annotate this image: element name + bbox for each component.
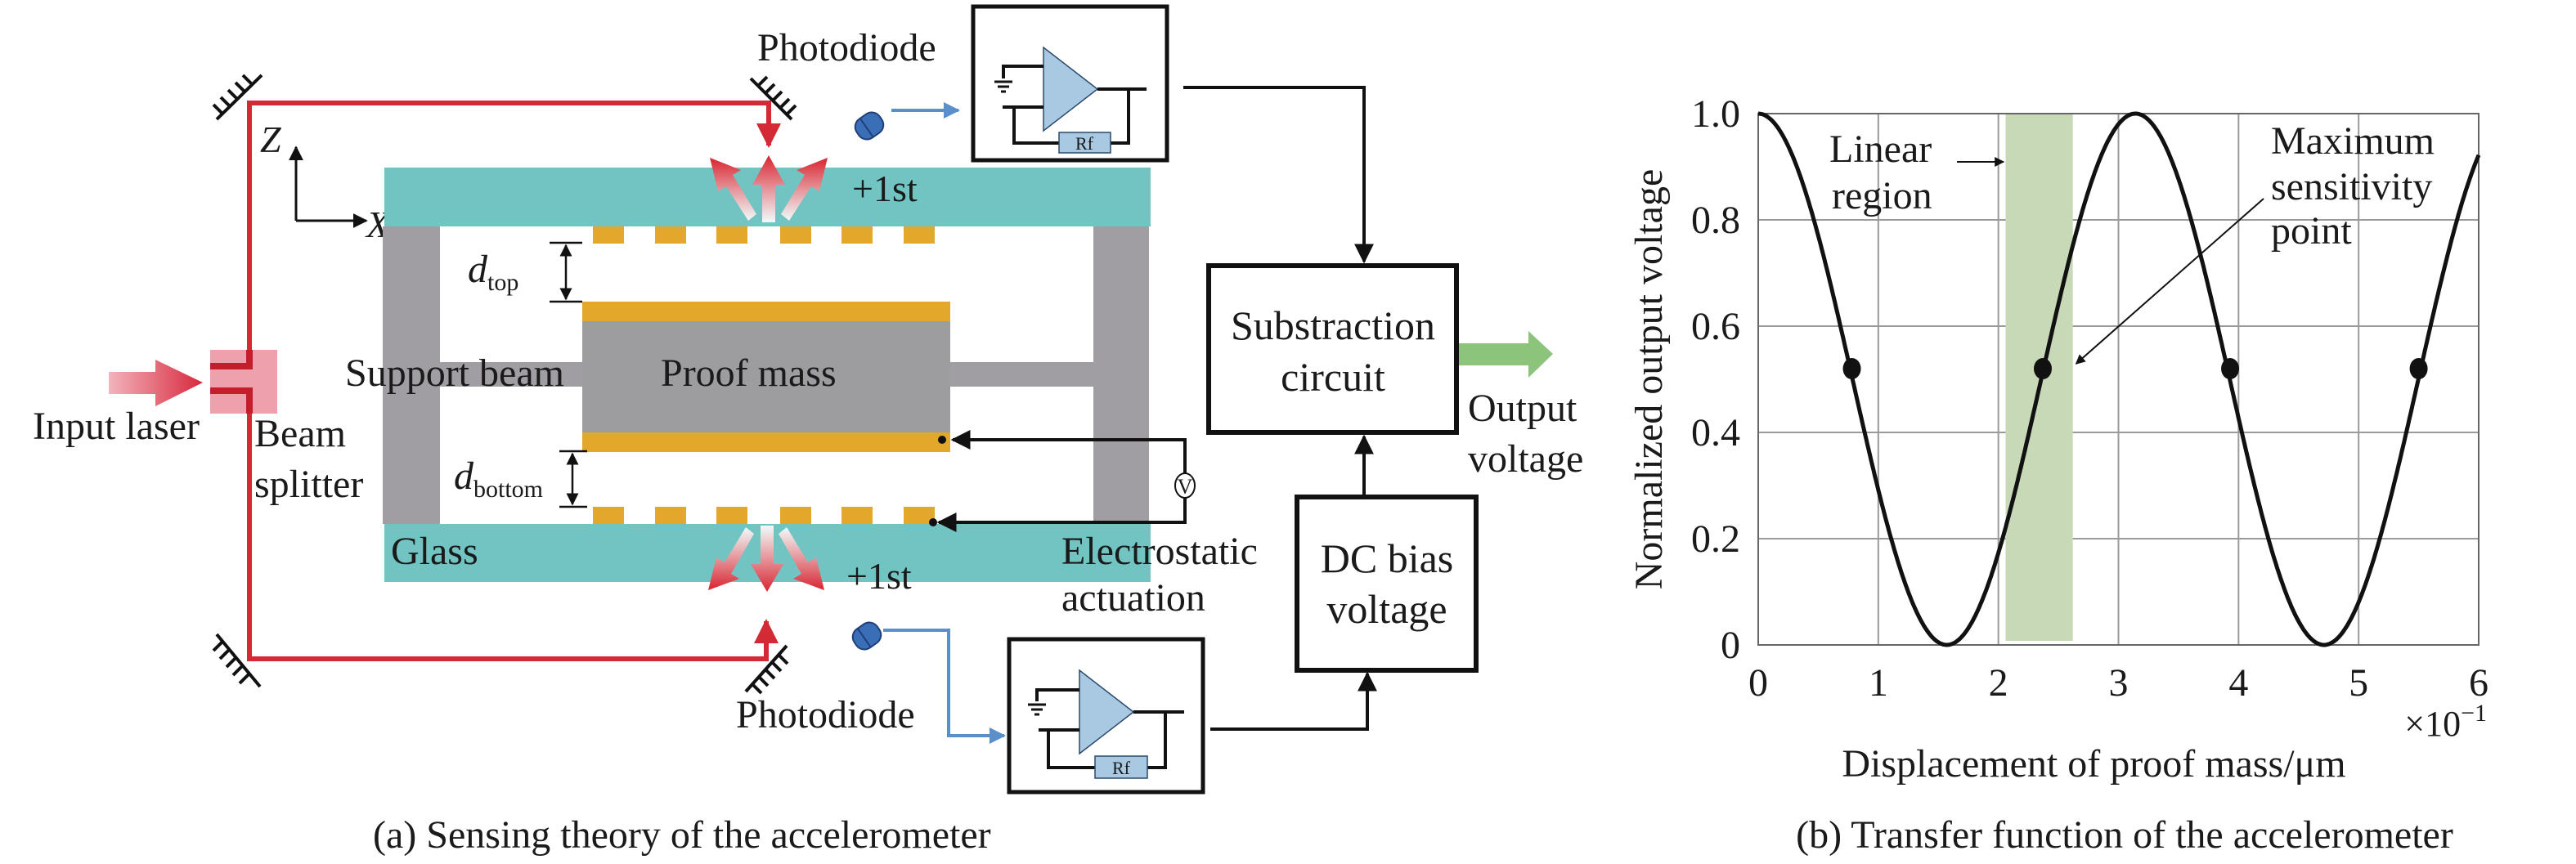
- subtraction-label-2: circuit: [1281, 354, 1385, 400]
- dc-bias-box: [1295, 495, 1479, 673]
- beam-splitter-label-2: splitter: [254, 463, 363, 506]
- support-pillar-right: [1093, 226, 1149, 524]
- actuation-label: actuation: [1061, 576, 1205, 620]
- mirror-icon: [212, 74, 263, 121]
- actuation-wiring: [936, 430, 1187, 532]
- transimpedance-amplifier-bottom: Rf: [1007, 637, 1205, 795]
- laser-beam-top: [247, 101, 781, 350]
- proof-mass: [582, 321, 950, 432]
- transimpedance-amplifier-top: Rf: [971, 4, 1169, 163]
- op-amp-icon: [1043, 46, 1099, 132]
- gap-dimension-bottom: [559, 450, 587, 508]
- caption-a: (a) Sensing theory of the accelerometer: [373, 813, 991, 857]
- rf-label: Rf: [1075, 133, 1094, 154]
- ground-icon: [1028, 703, 1046, 716]
- voltmeter-label: V: [1178, 475, 1193, 499]
- diffraction-arrows-top: [710, 155, 828, 222]
- feedback-resistor: [1094, 755, 1148, 779]
- glass-label: Glass: [391, 530, 478, 573]
- output-voltage-label-2: voltage: [1468, 437, 1583, 481]
- laser-path: [247, 101, 781, 661]
- gap-dimension-top: [550, 241, 582, 303]
- grating-top: [593, 226, 935, 244]
- support-beam-label: Support beam: [345, 351, 564, 395]
- input-laser-label: Input laser: [33, 405, 200, 448]
- mirror-icon: [744, 644, 789, 695]
- photodiode-top-label: Photodiode: [757, 26, 936, 69]
- beam-splitter: [210, 350, 277, 414]
- diffraction-arrows-bottom: [708, 526, 824, 592]
- electrode-mass-top: [582, 302, 950, 321]
- mirror-icon: [212, 633, 262, 688]
- voltmeter-icon: [1174, 472, 1196, 499]
- photodiode-bottom-label: Photodiode: [736, 693, 915, 736]
- electrostatic-label: Electrostatic: [1061, 530, 1258, 573]
- laser-beam-bottom: [247, 414, 779, 661]
- signal-wire-bottom: [883, 629, 1006, 744]
- coordinate-axes: [289, 145, 368, 228]
- support-beam-right: [950, 362, 1093, 387]
- rf-label: Rf: [1112, 758, 1131, 778]
- input-laser-arrow-icon: [109, 360, 203, 406]
- feedback-resistor: [1058, 132, 1111, 154]
- axis-z-label: Z: [260, 119, 281, 160]
- support-beam-left: [440, 362, 582, 387]
- beam-splitter-gap: [210, 350, 253, 414]
- support-pillar-left: [383, 226, 440, 524]
- electrode-mass-bottom: [582, 432, 950, 452]
- node-dot: [929, 518, 937, 526]
- op-amp-icon: [1079, 669, 1135, 755]
- ground-icon: [994, 80, 1012, 93]
- mirror-icon: [749, 75, 797, 121]
- photodiode-top-icon: [854, 111, 885, 141]
- dc-bias-label-1: DC bias: [1321, 535, 1454, 581]
- dc-bias-label-2: voltage: [1326, 586, 1447, 632]
- output-arrow-icon: [1459, 331, 1553, 378]
- node-dot: [938, 436, 946, 444]
- order-label-top: +1st: [852, 168, 918, 209]
- proof-mass-label: Proof mass: [661, 351, 837, 395]
- wire-top-amp-to-subtraction: [1183, 86, 1374, 264]
- subtraction-label-1: Substraction: [1231, 302, 1435, 348]
- wire-bottom-amp-to-dc: [1210, 671, 1377, 731]
- photodiode-bottom-icon: [851, 621, 882, 651]
- order-label-bottom: +1st: [846, 555, 912, 597]
- d-bottom-label: dbottom: [454, 454, 543, 503]
- beam-splitter-label: Beam: [254, 412, 346, 455]
- subtraction-circuit-box: [1206, 263, 1459, 435]
- d-top-label: dtop: [468, 248, 518, 296]
- grating-bottom: [593, 507, 935, 524]
- output-voltage-label-1: Output: [1468, 387, 1577, 430]
